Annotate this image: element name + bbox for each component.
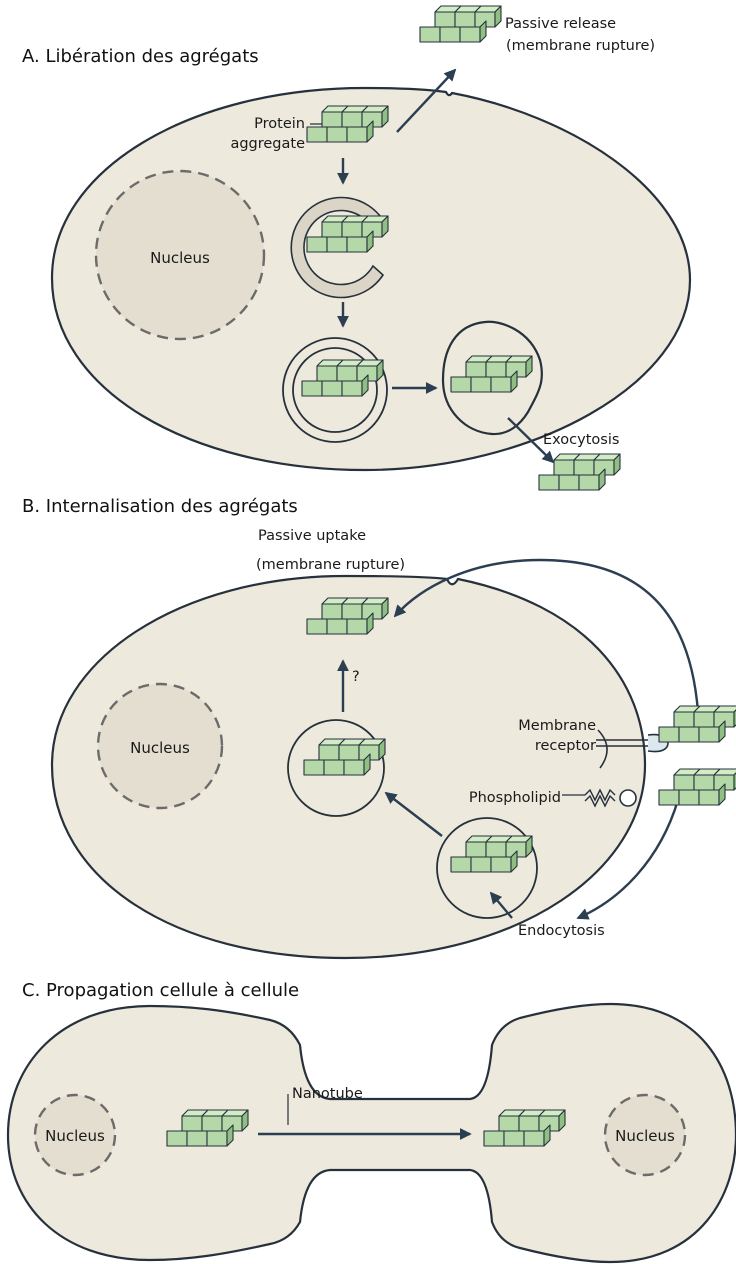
endocytosis-arrow [576, 799, 680, 920]
vesicle-to-endosome-arrow [384, 791, 443, 837]
protein-aggregate-label-2: aggregate [230, 136, 305, 152]
passive-release-label-2: (membrane rupture) [506, 38, 655, 54]
panel-c-nucleus-right-label: Nucleus [615, 1127, 675, 1145]
membrane-receptor-label-2: receptor [535, 738, 596, 754]
aggregate-phospholipid-bound-b [658, 768, 736, 806]
aggregate-left-cell-c [166, 1109, 249, 1147]
aggregate-phagophore-a [306, 215, 389, 253]
aggregate-released-a [419, 5, 502, 43]
panel-b-title: B. Internalisation des agrégats [22, 496, 298, 517]
passive-release-arrow [396, 68, 457, 133]
aggregate-cytoplasm-a [306, 105, 389, 143]
exocytosis-label: Exocytosis [543, 432, 619, 448]
phospholipid-head [619, 789, 637, 807]
panel-a-nucleus [94, 169, 266, 341]
panel-c-title: C. Propagation cellule à cellule [22, 980, 299, 1001]
phospholipid-label: Phospholipid [469, 790, 561, 806]
aggregate-vesicle-a [450, 355, 533, 393]
aggregate-exocytosed-a [538, 453, 621, 491]
passive-uptake-label-1: Passive uptake [258, 528, 366, 544]
panel-a-title: A. Libération des agrégats [22, 46, 259, 67]
panel-b-nucleus [96, 682, 224, 810]
endocytosis-inner-arrow [489, 891, 513, 919]
endocytosis-label: Endocytosis [518, 923, 605, 939]
question-mark: ? [352, 669, 360, 685]
passive-release-label-1: Passive release [505, 16, 616, 32]
nanotube-label: Nanotube [292, 1086, 363, 1102]
aggregate-endocytic-b [450, 835, 533, 873]
phospholipid-tail-2 [584, 794, 616, 808]
phospholipid-tail-1 [584, 788, 616, 802]
panel-a: A. Libération des agrégats Nucleus Prote… [22, 5, 692, 491]
passive-uptake-arrow [393, 558, 700, 713]
aggregate-autophagosome-a [301, 359, 384, 397]
membrane-receptor-label-1: Membrane [518, 718, 596, 734]
panel-c-nucleus-left [33, 1093, 117, 1177]
aggregate-right-cell-c [483, 1109, 566, 1147]
aggregate-endosome-b [303, 738, 386, 776]
panel-c-nucleus-left-label: Nucleus [45, 1127, 105, 1145]
exocytosis-arrow [507, 417, 555, 464]
protein-aggregate-label-1: Protein [254, 116, 305, 132]
panel-b-nucleus-label: Nucleus [130, 739, 190, 757]
passive-uptake-label-2: (membrane rupture) [256, 557, 405, 573]
membrane-receptor-notch [597, 729, 608, 769]
aggregate-receptor-bound-b [658, 705, 736, 743]
panel-c: C. Propagation cellule à cellule Nucleus… [6, 980, 736, 1264]
panel-c-nucleus-right [603, 1093, 687, 1177]
panel-b: B. Internalisation des agrégats Nucleus … [22, 496, 736, 960]
aggregate-uptaken-b [306, 597, 389, 635]
panel-a-nucleus-label: Nucleus [150, 249, 210, 267]
